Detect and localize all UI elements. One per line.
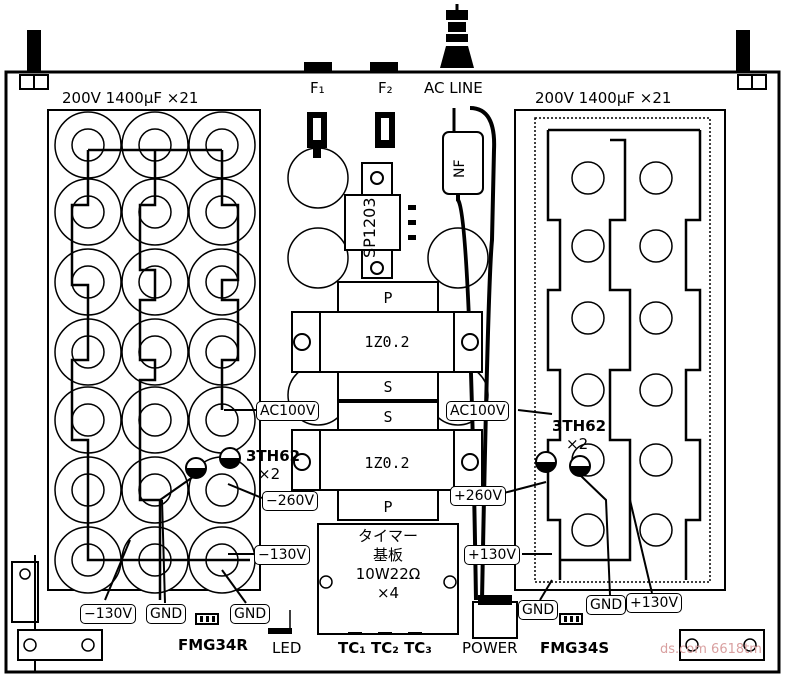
left-gnd-tag-1: GND — [146, 604, 187, 624]
transformer-lower — [291, 401, 483, 521]
right-capacitor — [639, 373, 673, 407]
connector-fmg34s — [559, 613, 583, 625]
ac-line-plug — [440, 4, 474, 68]
fmg34r-label: FMG34R — [178, 636, 248, 654]
thermistor-left — [185, 447, 241, 479]
transformer-upper-name: 1Z0.2 — [364, 333, 410, 351]
right-leaders — [499, 409, 653, 601]
fuse-f1-label: F₁ — [310, 79, 325, 97]
connector-fmg34r — [195, 613, 219, 625]
left-gnd-tag-2: GND — [230, 604, 271, 624]
right-capacitor — [639, 513, 673, 547]
transformer-upper-secondary: S — [383, 378, 393, 396]
right-capacitor-spec: 200V 1400μF ×21 — [535, 89, 672, 107]
left-leaders — [104, 409, 263, 604]
left-capacitor — [121, 318, 189, 386]
thermistor-right — [535, 451, 591, 477]
timer-board-text: タイマー 基板 10W22Ω ×4 — [336, 527, 440, 632]
right-capacitor — [639, 161, 673, 195]
watermark: ds.com 6618tm — [660, 642, 762, 657]
power-label: POWER — [462, 639, 518, 657]
led-label: LED — [272, 639, 302, 657]
fmg34s-label: FMG34S — [540, 639, 610, 657]
transformer-lower-secondary: S — [383, 408, 393, 426]
transformer-upper — [291, 281, 483, 401]
fuse-holder-f2 — [370, 62, 398, 72]
noise-filter — [442, 106, 497, 601]
rear-post-left — [27, 30, 41, 72]
right-thermistor-qty: ×2 — [566, 435, 589, 453]
right-capacitor — [571, 373, 605, 407]
right-gnd-tag-2: GND — [586, 595, 627, 615]
right-wiring — [546, 128, 702, 580]
right-gnd-tag-1: GND — [518, 600, 559, 620]
right-plus130-tag-bottom: +130V — [626, 593, 683, 613]
right-plus130-tag-left: +130V — [464, 545, 521, 565]
timer-board-resistor: 10W22Ω — [355, 565, 421, 583]
left-wiring — [70, 148, 250, 600]
right-capacitor — [571, 513, 605, 547]
led-mount — [268, 628, 292, 634]
right-capacitor — [571, 229, 605, 263]
left-ac100v-tag: AC100V — [256, 401, 320, 421]
left-thermistor-name: 3TH62 — [246, 447, 301, 465]
right-thermistor-name: 3TH62 — [552, 417, 607, 435]
right-capacitor — [639, 301, 673, 335]
regulator-sp1203 — [344, 162, 416, 279]
left-minus130-tag-right: −130V — [254, 545, 311, 565]
left-capacitor-spec: 200V 1400μF ×21 — [62, 89, 199, 107]
right-capacitor — [639, 443, 673, 477]
left-capacitor — [121, 386, 189, 454]
fuse-holder-f1 — [304, 62, 332, 72]
left-minus260-tag: −260V — [262, 491, 319, 511]
left-thermistor-qty: ×2 — [258, 465, 281, 483]
regulator-label: SP1203 — [360, 197, 379, 258]
transformer-upper-primary: P — [383, 289, 393, 307]
ac-line-label: AC LINE — [424, 79, 483, 97]
timer-board-subtitle: 基板 — [372, 546, 403, 564]
left-minus130-tag-bottom: −130V — [80, 604, 137, 624]
rear-post-right — [736, 30, 750, 72]
timer-board-title: タイマー — [357, 527, 418, 545]
noise-filter-label: NF — [452, 159, 468, 178]
fuse-f1 — [307, 112, 327, 158]
power-switch — [472, 595, 518, 639]
right-capacitor-board — [514, 109, 726, 591]
left-capacitor-core — [205, 473, 239, 507]
timer-board-qty: ×4 — [376, 584, 400, 602]
transformer-lower-name: 1Z0.2 — [364, 454, 410, 472]
left-capacitor — [121, 456, 189, 524]
transformer-lower-primary: P — [383, 498, 393, 516]
right-capacitor — [571, 161, 605, 195]
right-capacitor-grid — [571, 161, 673, 547]
fuse-f2 — [375, 112, 395, 148]
left-bracket — [11, 555, 39, 672]
right-capacitor — [571, 301, 605, 335]
tc-label: TC₁ TC₂ TC₃ — [338, 639, 432, 657]
right-plus260-tag: +260V — [450, 486, 507, 506]
right-capacitor — [639, 229, 673, 263]
right-ac100v-tag: AC100V — [446, 401, 510, 421]
fuse-f2-label: F₂ — [378, 79, 393, 97]
